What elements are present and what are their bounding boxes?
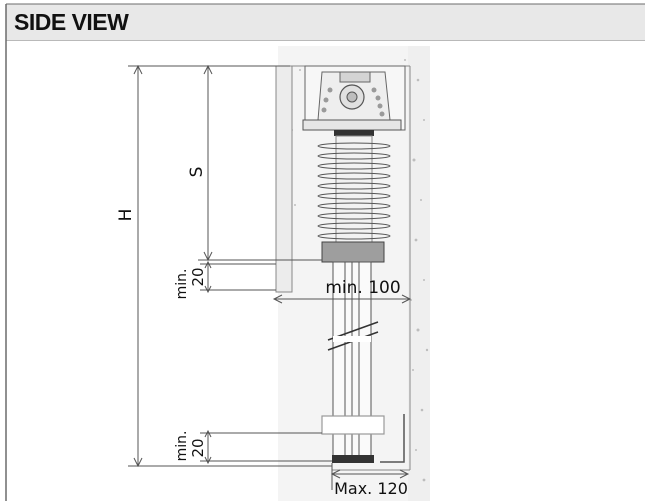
- dimension-s: [198, 64, 322, 262]
- dimension-min-gap-top: [200, 260, 276, 294]
- lintel: [275, 65, 293, 293]
- min-gap-bottom-line1: min.: [174, 431, 190, 462]
- header-bar: SIDE VIEW: [6, 4, 645, 41]
- min-gap-top-line1: min.: [174, 269, 190, 300]
- width-max-label: Max. 120: [334, 479, 408, 498]
- min-gap-top-line2: 20: [189, 267, 207, 286]
- bottom-bracket: [321, 414, 405, 463]
- spring-coil: [317, 135, 391, 245]
- carriage-block: [321, 241, 385, 263]
- dimension-h: [128, 64, 332, 468]
- dimension-width-min: [272, 294, 412, 304]
- page-title: SIDE VIEW: [14, 9, 129, 35]
- stroke-label: S: [187, 167, 207, 178]
- motor-housing: [302, 65, 406, 136]
- height-label: H: [116, 209, 136, 222]
- width-min-label: min. 100: [325, 278, 400, 298]
- min-gap-bottom-line2: 20: [189, 438, 207, 457]
- dimension-width-max: [330, 463, 410, 490]
- dimension-min-gap-bottom: [200, 429, 332, 465]
